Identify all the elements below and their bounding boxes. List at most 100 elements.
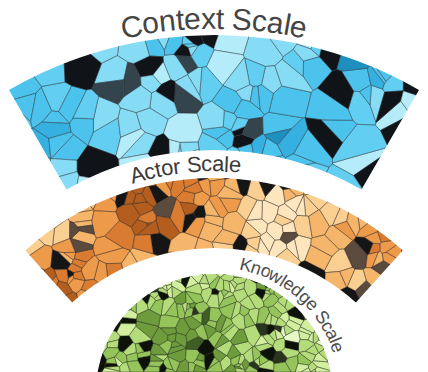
mosaic-cell (91, 316, 121, 332)
mosaic-cell (218, 291, 224, 306)
mosaic-cell (231, 117, 249, 131)
mosaic-cell (130, 248, 174, 315)
label-glyph: S (186, 152, 202, 178)
mosaic-cell (175, 75, 203, 103)
mosaic-cells (0, 0, 428, 200)
mosaic-cell (276, 318, 287, 327)
mosaic-cell (183, 266, 192, 275)
mosaic-cell (102, 368, 121, 372)
mosaic-cell (141, 75, 162, 93)
mosaic-cell (210, 179, 225, 196)
mosaic-cell (142, 185, 157, 206)
mosaic-cell (193, 360, 205, 369)
mosaic-cell (81, 255, 98, 280)
mosaic-cell (40, 267, 57, 286)
mosaic-cell (279, 159, 307, 189)
mosaic-cell (233, 289, 248, 302)
mosaic-cell (286, 154, 316, 170)
mosaic-cell (265, 290, 271, 294)
mosaic-cell (224, 269, 234, 275)
mosaic-cell (250, 86, 260, 109)
mosaic-cell (105, 363, 118, 367)
mosaic-cells (0, 140, 428, 315)
mosaic-cell (243, 347, 253, 363)
mosaic-cell (299, 351, 315, 362)
mosaic-cell (160, 363, 167, 372)
mosaic-cell (233, 277, 248, 284)
mosaic-cell (97, 333, 107, 353)
mosaic-cell (186, 291, 204, 303)
mosaic-cell (158, 279, 165, 288)
mosaic-cell (167, 287, 172, 298)
mosaic-cell (140, 273, 151, 294)
mosaic-cell (347, 269, 366, 291)
mosaic-cell (182, 302, 187, 313)
mosaic-cell (158, 288, 168, 294)
mosaic-cell (0, 0, 65, 86)
mosaic-cell (123, 342, 136, 355)
mosaic-cell (378, 179, 417, 242)
mosaic-cell (401, 245, 428, 284)
mosaic-cell (333, 206, 350, 226)
label-glyph: r (172, 153, 183, 179)
mosaic-cell (0, 248, 101, 349)
mosaic-cell (285, 195, 304, 213)
mosaic-cell (231, 313, 245, 329)
scale-label: Knowledge Scale (235, 255, 347, 358)
mosaic-cell (92, 211, 119, 238)
mosaic-cell (70, 118, 94, 145)
mosaic-cell (77, 289, 111, 315)
mosaic-cell (99, 164, 117, 202)
mosaic-cell (315, 367, 332, 372)
mosaic-cell (267, 325, 275, 335)
mosaic-cell (373, 14, 415, 81)
mosaic-cell (194, 240, 222, 272)
mosaic-cell (51, 295, 65, 315)
mosaic-cell (278, 118, 308, 158)
mosaic-cell (107, 340, 119, 348)
mosaic-cell (49, 132, 74, 159)
mosaic-cell (72, 259, 87, 268)
mosaic-cell (97, 261, 139, 302)
mosaic-cell (137, 310, 161, 327)
scale-label: Context Scale (115, 2, 316, 45)
mosaic-cell (191, 259, 195, 274)
mosaic-cell (298, 240, 390, 319)
mosaic-cell (32, 291, 61, 315)
mosaic-cell (135, 343, 144, 353)
mosaic-cell (223, 58, 250, 91)
mosaic-cell (298, 327, 312, 335)
mosaic-cell (353, 150, 428, 200)
mosaic-cell (30, 140, 93, 214)
mosaic-cell (134, 240, 180, 277)
mosaic-cell (207, 294, 219, 308)
mosaic-cell (74, 352, 106, 372)
mosaic-cell (281, 348, 299, 358)
mosaic-cell (116, 129, 145, 159)
mosaic-cell (49, 172, 79, 200)
mosaic-cell (302, 140, 336, 195)
mosaic-cell (150, 233, 170, 258)
mosaic-cell (52, 239, 76, 253)
label-glyph: e (183, 2, 201, 37)
mosaic-cell (216, 314, 227, 332)
mosaic-cell (275, 329, 284, 339)
mosaic-cell (376, 91, 403, 123)
mosaic-cell (263, 294, 278, 308)
mosaic-cell (161, 297, 174, 315)
mosaic-cell (260, 347, 276, 362)
label-glyph: a (212, 151, 225, 176)
mosaic-cell (293, 44, 319, 61)
mosaic-cell (0, 165, 53, 200)
mosaic-cell (54, 269, 68, 283)
mosaic-cell (0, 32, 42, 100)
mosaic-cell (0, 240, 121, 318)
mosaic-cell (78, 225, 95, 234)
mosaic-cell (360, 85, 372, 105)
label-glyph: e (228, 152, 242, 178)
mosaic-cell (33, 140, 102, 210)
mosaic-cell (68, 279, 84, 294)
mosaic-cell (305, 88, 352, 120)
mosaic-cell (309, 362, 318, 372)
